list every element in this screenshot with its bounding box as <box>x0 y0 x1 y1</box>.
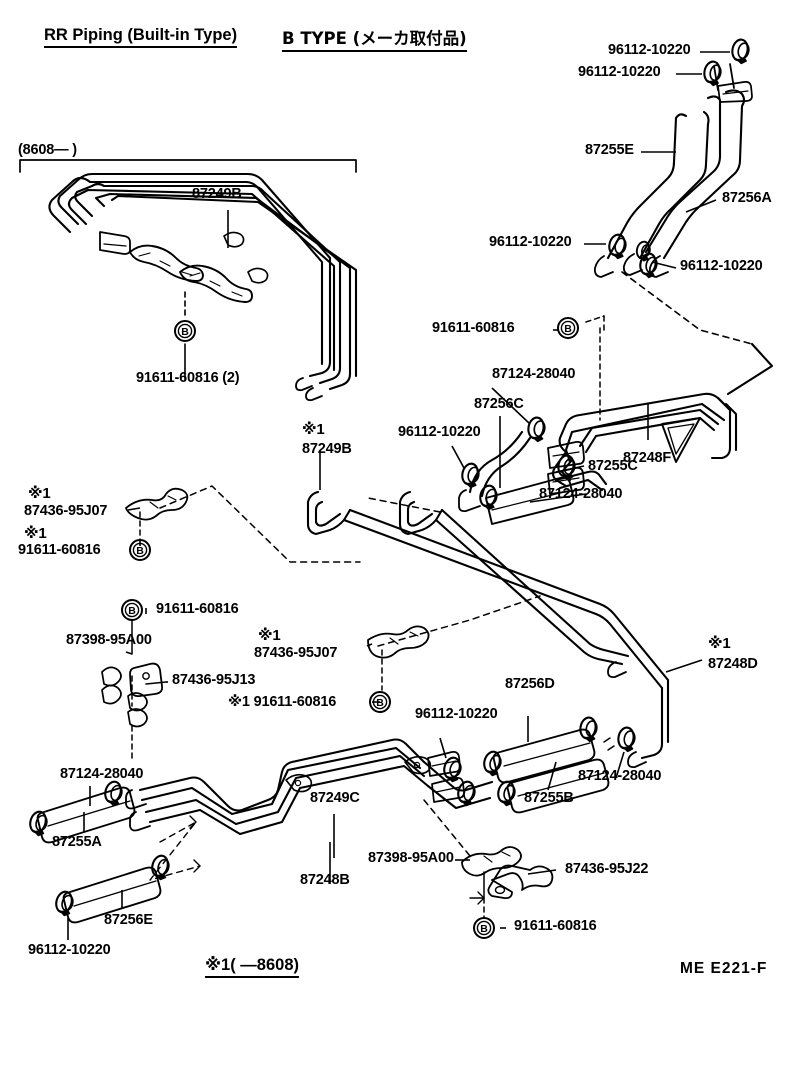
label-87256E: 87256E <box>104 912 153 928</box>
svg-text:B: B <box>376 697 384 709</box>
note-star-inline: ※1 <box>228 694 254 710</box>
label-87398-95A00-b: 87398-95A00 <box>368 850 454 866</box>
label-87436-95J07-b: 87436-95J07 <box>254 645 338 661</box>
label-87398-95A00-a: 87398-95A00 <box>66 632 152 648</box>
label-87436-95J13: 87436-95J13 <box>172 672 256 688</box>
note-star-87248D: ※1 <box>708 635 731 652</box>
date-range-bracket-label: (8608— ) <box>18 142 77 158</box>
drawing-code: ME E221-F <box>680 960 768 977</box>
label-91611-60816-a: 91611-60816 <box>432 320 515 336</box>
label-96112-10220-b: 96112-10220 <box>578 64 661 80</box>
svg-text:B: B <box>181 326 189 338</box>
note-star-87436-95J07-b: ※1 <box>258 627 281 644</box>
label-87256C: 87256C <box>474 396 524 412</box>
label-91611-60816-b: 91611-60816 (2) <box>136 370 240 386</box>
label-87248D: 87248D <box>708 656 758 672</box>
label-87436-95J07-a: 87436-95J07 <box>24 503 108 519</box>
svg-text:B: B <box>128 605 136 617</box>
label-96112-10220-g: 96112-10220 <box>415 706 498 722</box>
label-87248F: 87248F <box>623 450 671 466</box>
label-96112-10220-f: 96112-10220 <box>28 942 111 958</box>
note-star-87249B: ※1 <box>302 421 325 438</box>
label-87256D: 87256D <box>505 676 555 692</box>
label-87124-28040-d: 87124-28040 <box>578 768 662 784</box>
label-91611-60816-d: 91611-60816 <box>156 601 239 617</box>
note-star-91611-60816-a: ※1 <box>24 525 47 542</box>
label-87255E: 87255E <box>585 142 634 158</box>
label-87255A: 87255A <box>52 834 102 850</box>
label-87255C: 87255C <box>588 458 638 474</box>
label-87249C: 87249C <box>310 790 360 806</box>
label-96112-10220-d: 96112-10220 <box>680 258 763 274</box>
label-87436-95J22: 87436-95J22 <box>565 861 649 877</box>
label-87256A: 87256A <box>722 190 772 206</box>
label-87249B-a: 87249B <box>192 186 242 202</box>
label-91611-60816-e: ※1 91611-60816 <box>228 694 337 710</box>
label-87255B: 87255B <box>524 790 574 806</box>
label-87124-28040-b: 87124-28040 <box>539 486 623 502</box>
label-91611-60816-f: 91611-60816 <box>514 918 597 934</box>
bolt-markers: B B B B B <box>121 317 579 939</box>
page-title-left: RR Piping (Built-in Type) <box>44 26 238 48</box>
page-title-right: B TYPE (メーカ取付品) <box>282 25 467 52</box>
svg-text:B: B <box>136 545 144 557</box>
label-87248B: 87248B <box>300 872 350 888</box>
label-87124-28040-c: 87124-28040 <box>60 766 144 782</box>
label-87249B-b: 87249B <box>302 441 352 457</box>
label-87124-28040-a: 87124-28040 <box>492 366 576 382</box>
label-96112-10220-e: 96112-10220 <box>398 424 481 440</box>
label-91611-60816-c: 91611-60816 <box>18 542 101 558</box>
label-96112-10220-c: 96112-10220 <box>489 234 572 250</box>
svg-text:B: B <box>564 323 572 335</box>
svg-text:B: B <box>480 923 488 935</box>
footnote-date-range: ※1( —8608) <box>205 955 299 978</box>
label-96112-10220-a: 96112-10220 <box>608 42 691 58</box>
note-star-87436-95J07-a: ※1 <box>28 485 51 502</box>
